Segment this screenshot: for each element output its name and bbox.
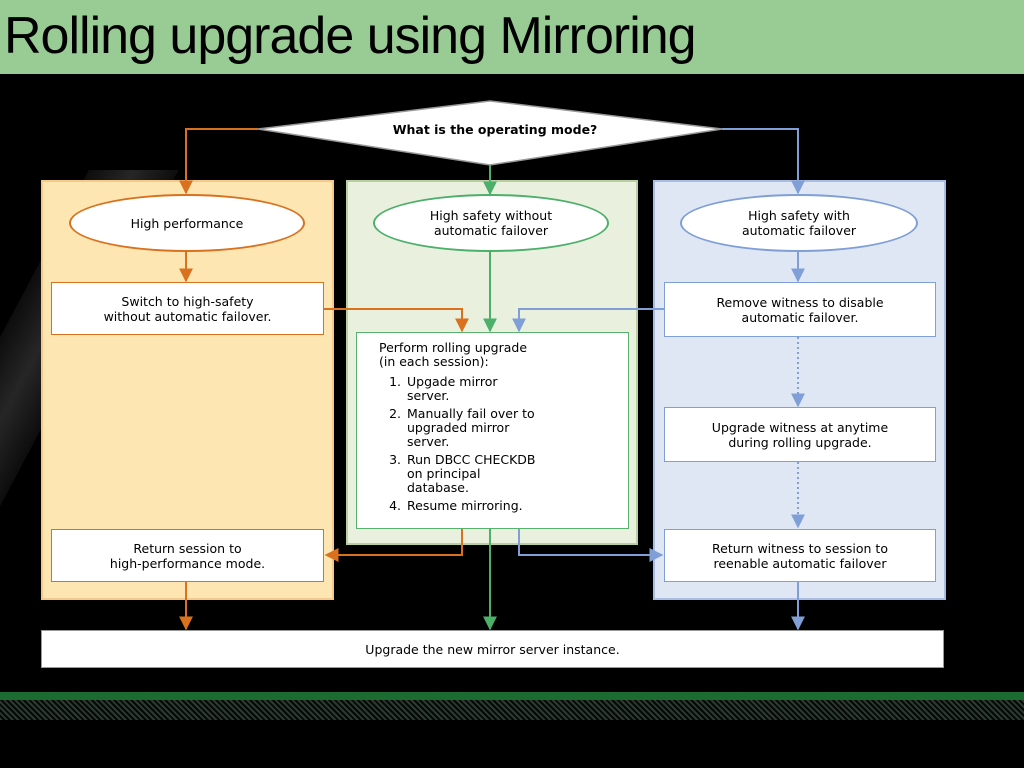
step-text: Upgade mirror server. xyxy=(407,374,498,403)
high-safety-without-failover-node: High safety without automatic failover xyxy=(373,194,609,252)
rolling-upgrade-steps: 1. Upgade mirror server. 2. Manually fai… xyxy=(379,375,618,513)
title-bar: Rolling upgrade using Mirroring xyxy=(0,0,1024,74)
rolling-upgrade-box: Perform rolling upgrade (in each session… xyxy=(356,332,629,529)
switch-to-high-safety-box: Switch to high-safety without automatic … xyxy=(51,282,324,335)
rolling-upgrade-heading: Perform rolling upgrade (in each session… xyxy=(379,340,528,369)
rolling-upgrade-step: 4. Resume mirroring. xyxy=(379,499,618,513)
rolling-upgrade-step: 3. Run DBCC CHECKDB on principal databas… xyxy=(379,453,618,495)
step-number: 2. xyxy=(389,406,401,421)
slide-title: Rolling upgrade using Mirroring xyxy=(4,7,697,65)
footer-hatch-pattern xyxy=(0,700,1024,720)
final-upgrade-box: Upgrade the new mirror server instance. xyxy=(41,630,944,668)
return-witness-box: Return witness to session to reenable au… xyxy=(664,529,936,582)
step-text: Run DBCC CHECKDB on principal database. xyxy=(407,452,536,495)
return-session-box: Return session to high-performance mode. xyxy=(51,529,324,582)
rolling-upgrade-step: 2. Manually fail over to upgraded mirror… xyxy=(379,407,618,449)
rolling-upgrade-step: 1. Upgade mirror server. xyxy=(379,375,618,403)
footer-green-band xyxy=(0,692,1024,700)
step-text: Manually fail over to upgraded mirror se… xyxy=(407,406,535,449)
step-number: 3. xyxy=(389,452,401,467)
high-performance-node: High performance xyxy=(69,194,305,252)
upgrade-witness-box: Upgrade witness at anytime during rollin… xyxy=(664,407,936,462)
step-number: 1. xyxy=(389,374,401,389)
step-text: Resume mirroring. xyxy=(407,498,523,513)
step-number: 4. xyxy=(389,498,401,513)
decision-label: What is the operating mode? xyxy=(392,122,598,137)
remove-witness-box: Remove witness to disable automatic fail… xyxy=(664,282,936,337)
high-safety-with-failover-node: High safety with automatic failover xyxy=(680,194,918,252)
